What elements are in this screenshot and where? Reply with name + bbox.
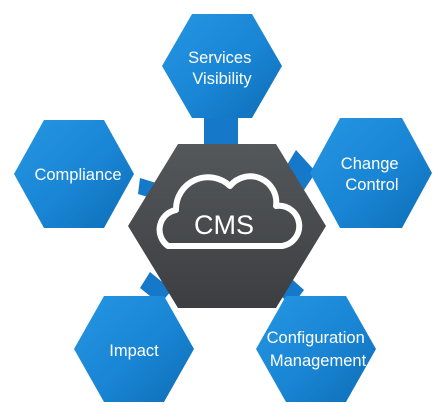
center-hexagon: CMS <box>128 144 326 308</box>
hexagon-shape <box>74 296 194 402</box>
svg-text:Change Control: Change Control <box>341 155 403 194</box>
hexagon-shape <box>162 14 282 118</box>
hex-change-control: Change Control <box>310 118 432 228</box>
svg-text:Compliance: Compliance <box>34 166 121 184</box>
hex-label-line: Compliance <box>34 166 121 184</box>
svg-text:Services Visibility: Services Visibility <box>188 49 256 88</box>
hex-label-line: Management <box>270 352 367 370</box>
hex-compliance: Compliance <box>14 120 134 228</box>
hex-label-line: Change <box>341 155 399 173</box>
hex-label-line: Services <box>188 49 251 67</box>
hex-label-line: Configuration <box>267 329 365 347</box>
hexagon-shape <box>310 118 432 228</box>
hexagon-shape <box>14 120 134 228</box>
connector-change-control <box>284 150 316 190</box>
hex-label-line: Visibility <box>192 70 252 88</box>
center-label: CMS <box>194 210 254 240</box>
hex-impact: Impact <box>74 296 194 402</box>
svg-text:Impact: Impact <box>109 342 159 360</box>
svg-text:Configuration Manageme: Configuration Management <box>267 329 370 370</box>
hex-services-visibility: Services Visibility <box>162 14 282 118</box>
hex-label-line: Impact <box>109 342 159 360</box>
hex-label-line: Control <box>345 176 398 194</box>
cloud-icon <box>156 173 303 249</box>
hex-configuration-management: Configuration Management <box>256 296 376 402</box>
hexagon-shape <box>256 296 376 402</box>
center-hexagon-shape <box>128 144 326 308</box>
